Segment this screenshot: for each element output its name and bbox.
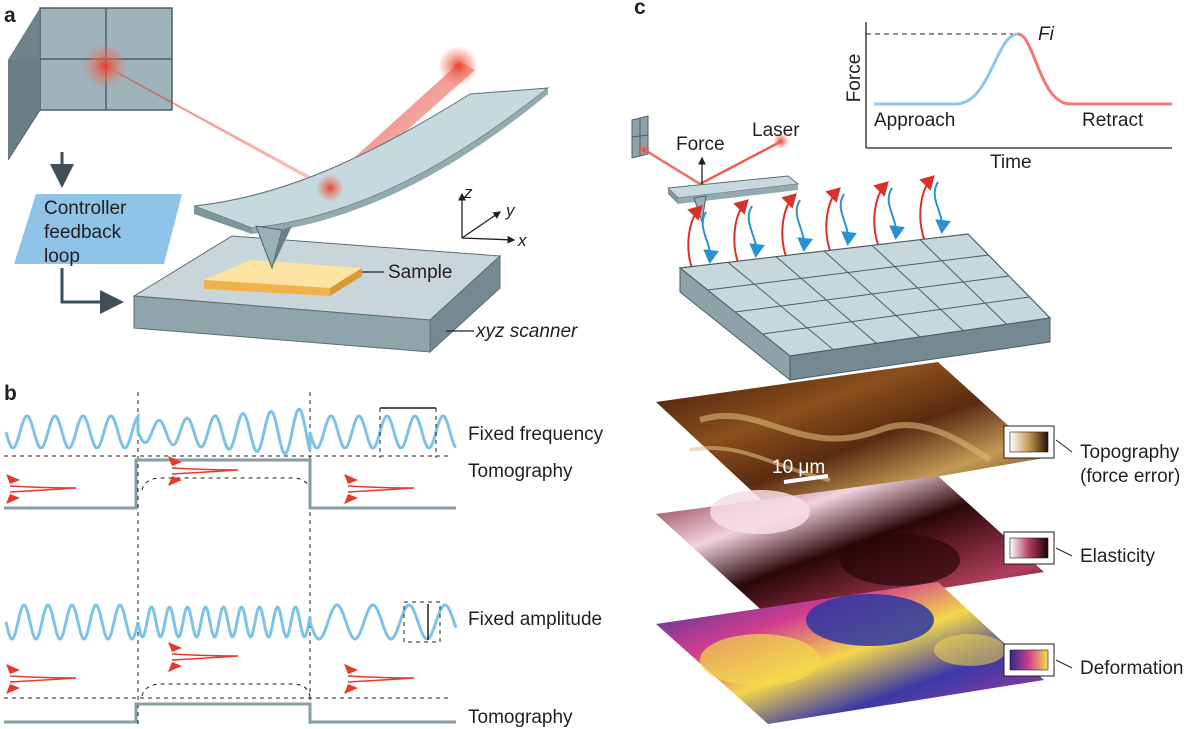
approach-label: Approach (874, 110, 955, 131)
detector-spot (83, 44, 127, 88)
sample (204, 260, 362, 296)
tip-arrow-down (168, 662, 182, 672)
tip-arrow-down (344, 684, 358, 694)
retract-loop (825, 187, 841, 257)
period-marker (379, 407, 437, 458)
tip-arrow-down (6, 494, 20, 504)
tomography-label-2: Tomography (468, 707, 573, 728)
photodetector (7, 7, 173, 161)
cantilever-spot (316, 174, 344, 202)
grid-line (707, 254, 989, 291)
fixed-amplitude-label: Fixed amplitude (468, 609, 602, 630)
elasticity-map (656, 476, 1055, 616)
tip-glyph (171, 653, 239, 661)
tip-arrow-down (344, 494, 358, 504)
force-arrow-label: Force (676, 134, 725, 155)
retract-loop (733, 199, 749, 269)
scale-bar-label: 10 μm (772, 457, 825, 478)
axis-z-label: z (463, 183, 473, 202)
grid-line (762, 296, 1030, 335)
tip-arrow-down (6, 684, 20, 694)
tip-glyph (9, 675, 77, 683)
approach-curve (874, 32, 1019, 106)
topography-map (656, 362, 1055, 506)
tomography-trace-1 (4, 455, 456, 510)
grid-line (734, 275, 1010, 313)
panel-c-label: c (634, 0, 646, 19)
retract-curve (1017, 32, 1172, 106)
tip-arrow-up (344, 664, 358, 674)
tip-glyph (9, 485, 77, 493)
deformation-leader (1055, 659, 1073, 669)
peak-force-label: Fi (1038, 24, 1055, 45)
axis-x-label: x (517, 231, 527, 250)
approach-loop (839, 193, 858, 246)
reflected-beam (95, 60, 335, 194)
cantilever (193, 87, 550, 270)
retract-loop (919, 175, 935, 245)
tip-arrow-up (344, 474, 358, 484)
approach-loop (747, 205, 766, 258)
tip-arrow-up (6, 664, 20, 674)
elasticity-label: Elasticity (1080, 546, 1155, 567)
force-curve-chart: Fi Approach Retract Time Force (844, 22, 1172, 173)
sample-label: Sample (388, 262, 452, 283)
controller-line-1: Controller (44, 198, 127, 219)
fixed-amplitude-wave (4, 603, 458, 641)
mini-afm: Force Laser (631, 115, 800, 223)
deformation-map (656, 582, 1055, 724)
sample-grid (678, 233, 1052, 382)
controller-line-3: loop (44, 246, 80, 267)
elasticity-leader (1055, 547, 1073, 557)
tip-glyph (347, 675, 415, 683)
tip-glyph (171, 467, 239, 475)
laser-label: Laser (752, 120, 800, 141)
fixed-frequency-wave (4, 407, 458, 456)
scale-bar (783, 474, 829, 484)
topography-label-2: (force error) (1080, 466, 1180, 487)
tip-arrow-up (168, 642, 182, 652)
approach-loop (887, 187, 906, 240)
controller-to-scanner-arrow (60, 268, 124, 314)
tip-arrow-down (168, 476, 182, 486)
approach-loop (795, 199, 814, 252)
tip-glyph (347, 485, 415, 493)
approach-loop (701, 211, 720, 264)
topography-label-1: Topography (1080, 442, 1180, 463)
controller-box (14, 194, 182, 264)
tomography-trace-2 (4, 683, 456, 724)
tip-glyphs (6, 456, 415, 694)
force-axis-label: Force (844, 54, 865, 103)
tomography-label-1: Tomography (468, 461, 573, 482)
laser-source (438, 46, 478, 86)
amplitude-marker (403, 601, 441, 643)
tip-arrow-up (168, 456, 182, 466)
axis-y-label: y (505, 201, 516, 220)
scanner-label: xyz scanner (475, 321, 578, 342)
time-axis-label: Time (990, 152, 1032, 173)
topography-leader (1055, 439, 1073, 453)
retract-loop (687, 205, 703, 275)
fixed-frequency-label: Fixed frequency (468, 424, 604, 445)
approach-loop (933, 181, 952, 234)
controller-line-2: feedback (44, 222, 122, 243)
deformation-label: Deformation (1080, 658, 1184, 679)
xyz-axes: z y x (458, 183, 527, 250)
retract-label: Retract (1082, 110, 1144, 131)
retract-loop (873, 181, 889, 251)
panel-a-label: a (4, 4, 16, 27)
retract-loop (781, 193, 797, 263)
panel-b-label: b (4, 382, 17, 405)
waveforms (4, 407, 458, 641)
tip-arrow-up (6, 474, 20, 484)
